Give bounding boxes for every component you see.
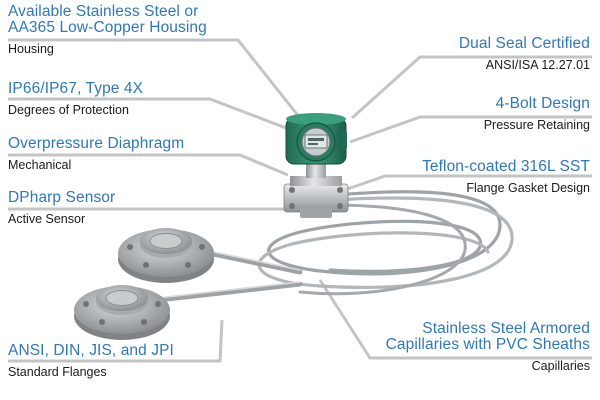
callout-gasket: Teflon-coated 316L SST Flange Gasket Des… [422, 158, 590, 196]
callout-capillaries: Stainless Steel Armored Capillaries with… [385, 320, 590, 374]
callout-protection: IP66/IP67, Type 4X Degrees of Protection [8, 80, 144, 118]
callout-bolt-title: 4-Bolt Design [495, 95, 590, 112]
callout-bolt: 4-Bolt Design Pressure Retaining [483, 95, 590, 133]
callout-dual-seal-subtitle: ANSI/ISA 12.27.01 [485, 58, 590, 72]
leader-lines-left [8, 38, 302, 363]
transmitter-image [283, 113, 349, 218]
remote-seal-flange-image [118, 228, 214, 283]
callout-protection-subtitle: Degrees of Protection [8, 103, 129, 117]
capillary-tube-image [257, 190, 514, 296]
callout-housing-subtitle: Housing [8, 42, 54, 56]
remote-seal-flange-image [74, 285, 170, 340]
callout-gasket-title: Teflon-coated 316L SST [422, 158, 590, 175]
callout-capillaries-subtitle: Capillaries [531, 359, 590, 373]
callout-protection-title: IP66/IP67, Type 4X [8, 80, 144, 97]
callout-dual-seal: Dual Seal Certified ANSI/ISA 12.27.01 [458, 35, 590, 73]
callout-housing-title-line1: Available Stainless Steel or [8, 3, 199, 20]
callout-overpressure-subtitle: Mechanical [8, 158, 72, 172]
callout-overpressure: Overpressure Diaphragm Mechanical [8, 135, 185, 173]
callout-sensor-title: DPharp Sensor [8, 189, 116, 206]
callout-sensor: DPharp Sensor Active Sensor [8, 189, 116, 227]
callout-overpressure-title: Overpressure Diaphragm [8, 135, 185, 152]
callout-flanges: ANSI, DIN, JIS, and JPI Standard Flanges [8, 342, 174, 380]
callout-capillaries-title-line2: Capillaries with PVC Sheaths [385, 336, 590, 353]
callout-flanges-subtitle: Standard Flanges [8, 365, 107, 379]
callout-flanges-title: ANSI, DIN, JIS, and JPI [8, 342, 174, 359]
callout-bolt-subtitle: Pressure Retaining [483, 118, 590, 132]
callout-housing: Available Stainless Steel or AA365 Low-C… [8, 3, 207, 57]
callout-capillaries-title-line1: Stainless Steel Armored [422, 320, 590, 337]
callout-sensor-subtitle: Active Sensor [8, 212, 86, 226]
callout-gasket-subtitle: Flange Gasket Design [466, 181, 590, 195]
callout-dual-seal-title: Dual Seal Certified [458, 35, 590, 52]
callout-housing-title-line2: AA365 Low-Copper Housing [8, 19, 207, 36]
